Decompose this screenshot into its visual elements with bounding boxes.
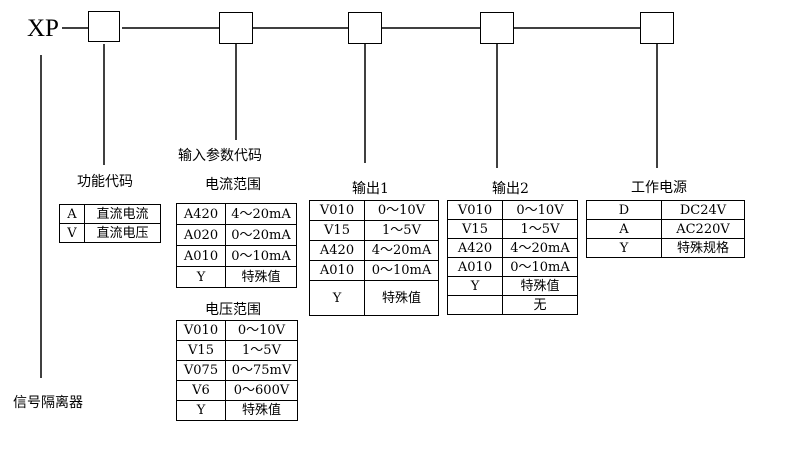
value-cell: 1～5V — [502, 219, 578, 239]
code-cell: A420 — [447, 238, 503, 258]
label-isolator: 信号隔离器 — [13, 395, 83, 411]
code-box-power — [640, 12, 674, 44]
code-cell: A420 — [309, 240, 365, 261]
value-cell: 特殊值 — [364, 280, 439, 316]
value-cell: 0～10V — [225, 320, 298, 341]
code-cell: V15 — [309, 220, 365, 241]
code-cell: V010 — [176, 320, 226, 341]
code-cell — [447, 295, 503, 315]
label-input-code: 输入参数代码 — [178, 148, 262, 164]
code-cell: Y — [176, 400, 226, 421]
value-cell: 1～5V — [364, 220, 439, 241]
label-power: 工作电源 — [631, 180, 687, 196]
code-cell: V010 — [447, 200, 503, 220]
code-cell: V010 — [309, 200, 365, 221]
code-cell: A010 — [176, 245, 226, 267]
value-cell: 0～75mV — [225, 360, 298, 381]
label-output2: 输出2 — [492, 181, 529, 197]
value-cell: 4～20mA — [225, 203, 297, 225]
value-cell: 1～5V — [225, 340, 298, 361]
code-cell: A420 — [176, 203, 226, 225]
code-cell: V — [59, 223, 85, 243]
value-cell: 0～20mA — [225, 224, 297, 246]
value-cell: 4～20mA — [502, 238, 578, 258]
code-cell: A — [59, 204, 85, 224]
value-cell: 0～600V — [225, 380, 298, 401]
code-cell: A020 — [176, 224, 226, 246]
value-cell: 0～10mA — [364, 260, 439, 281]
value-cell: 0～10mA — [502, 257, 578, 277]
code-cell: V15 — [176, 340, 226, 361]
value-cell: DC24V — [661, 200, 745, 220]
code-box-function — [88, 11, 120, 42]
code-cell: V075 — [176, 360, 226, 381]
code-box-output2 — [480, 12, 514, 44]
value-cell: 特殊值 — [225, 266, 297, 288]
code-cell: Y — [309, 280, 365, 316]
model-prefix: XP — [27, 15, 59, 42]
label-output1: 输出1 — [352, 181, 389, 197]
value-cell: 特殊规格 — [661, 238, 745, 258]
code-cell: Y — [447, 276, 503, 296]
value-cell: 0～10V — [502, 200, 578, 220]
code-cell: V6 — [176, 380, 226, 401]
label-voltage-range: 电压范围 — [205, 302, 261, 318]
table-row: 无 — [447, 295, 578, 315]
code-cell: Y — [176, 266, 226, 288]
code-cell: A010 — [309, 260, 365, 281]
label-function-code: 功能代码 — [77, 174, 133, 190]
value-cell: 0～10V — [364, 200, 439, 221]
code-cell: A — [586, 219, 662, 239]
label-current-range: 电流范围 — [205, 177, 261, 193]
value-cell: 直流电压 — [84, 223, 161, 243]
code-cell: D — [586, 200, 662, 220]
code-box-input — [219, 12, 253, 44]
value-cell: 直流电流 — [84, 204, 161, 224]
code-cell: A010 — [447, 257, 503, 277]
value-cell: 0～10mA — [225, 245, 297, 267]
value-cell: 无 — [502, 295, 578, 315]
code-box-output1 — [348, 12, 382, 44]
value-cell: AC220V — [661, 219, 745, 239]
value-cell: 4～20mA — [364, 240, 439, 261]
code-cell: V15 — [447, 219, 503, 239]
code-cell: Y — [586, 238, 662, 258]
value-cell: 特殊值 — [225, 400, 298, 421]
value-cell: 特殊值 — [502, 276, 578, 296]
